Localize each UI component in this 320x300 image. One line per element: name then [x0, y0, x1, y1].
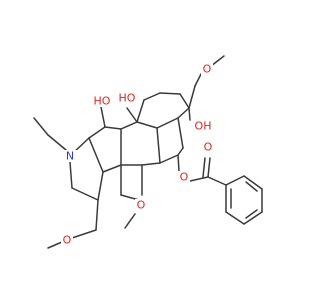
atom-oh-mid-text: HO	[119, 92, 136, 105]
atom-oh-right: OH	[194, 120, 212, 133]
atom-o-methoxy-side-text: O	[63, 234, 72, 247]
bond-lines	[33, 55, 263, 249]
atom-oh-left: HO	[93, 95, 111, 108]
atom-oh-right-text: OH	[195, 120, 212, 133]
atom-oh-mid: HO	[119, 92, 137, 105]
atom-labels: HO HO OH O O O O O	[61, 63, 214, 247]
atom-o-methoxy-top-text: O	[203, 63, 212, 76]
atom-oh-left-text: HO	[94, 95, 111, 108]
atom-o-ester: O	[178, 171, 190, 184]
atom-o-methoxy-mid: O	[135, 199, 147, 212]
atom-o-ester-text: O	[180, 171, 189, 184]
atom-o-methoxy-mid-text: O	[137, 199, 146, 212]
atom-o-carbonyl: O	[202, 141, 214, 154]
atom-n-amine-text: N	[66, 150, 74, 163]
atom-o-methoxy-side: O	[61, 234, 73, 247]
atom-n-amine: N	[64, 150, 77, 163]
atom-o-carbonyl-text: O	[204, 141, 213, 154]
atom-o-methoxy-top: O	[201, 63, 213, 76]
molecule-structure: HO HO OH O O O O O	[33, 55, 263, 249]
